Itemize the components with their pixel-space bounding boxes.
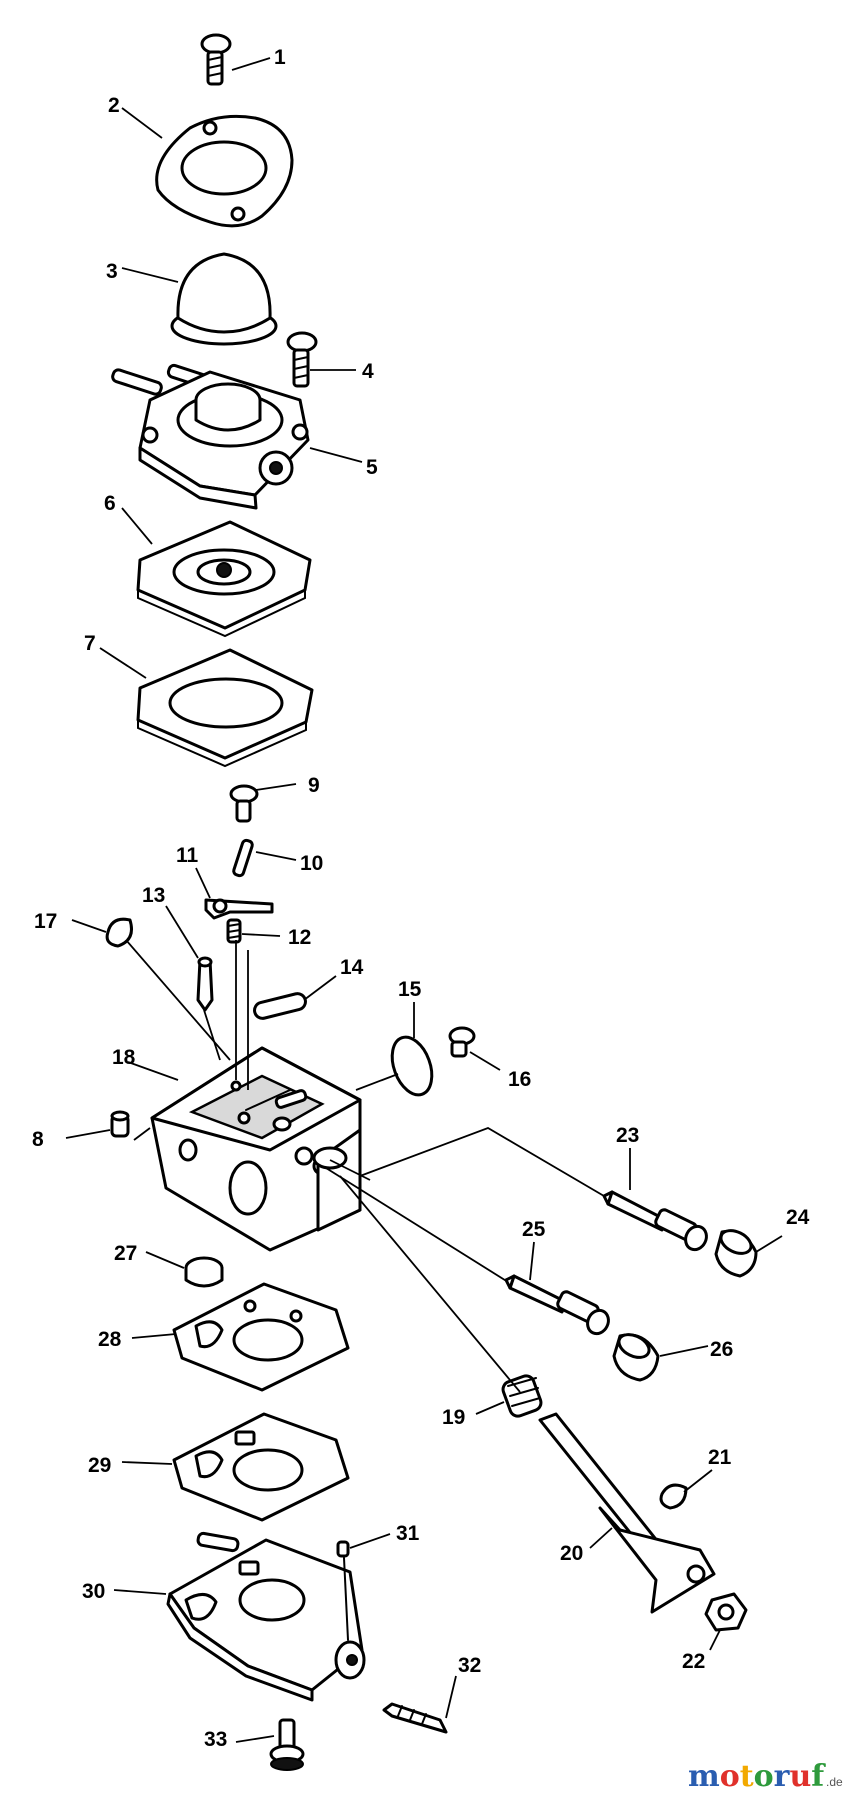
part-6-diaphragm bbox=[136, 520, 312, 638]
part-17-screw bbox=[448, 1026, 476, 1058]
part-15-cap bbox=[110, 1110, 130, 1138]
callout-labels: 1 2 3 4 5 6 7 9 10 11 12 13 14 15 16 17 … bbox=[32, 46, 810, 1751]
part-19-spring bbox=[501, 1374, 543, 1418]
callout-31: 31 bbox=[396, 1522, 420, 1545]
part-25-adjusting-needle bbox=[504, 1274, 610, 1336]
callout-leaders bbox=[65, 57, 783, 1743]
part-7-gasket bbox=[136, 648, 314, 768]
part-8-carburetor-body bbox=[150, 1046, 362, 1252]
wm-letter: u bbox=[789, 1759, 811, 1794]
part-18-clip bbox=[105, 917, 133, 948]
callout-28: 28 bbox=[98, 1328, 122, 1351]
watermark-logo: motoruf .de bbox=[688, 1759, 843, 1794]
callout-11: 11 bbox=[176, 844, 199, 867]
part-16-throttle-plate bbox=[390, 1035, 434, 1097]
assembly-lines bbox=[125, 939, 605, 1393]
part-21-clip bbox=[659, 1483, 688, 1510]
callout-24: 24 bbox=[786, 1206, 810, 1229]
callout-17: 16 bbox=[508, 1068, 531, 1091]
part-22-nut bbox=[704, 1592, 748, 1632]
callout-22: 22 bbox=[682, 1650, 705, 1673]
callout-25: 25 bbox=[522, 1218, 546, 1241]
part-4-screw bbox=[286, 331, 318, 388]
callout-23: 23 bbox=[616, 1124, 639, 1147]
part-5-pump-body bbox=[111, 363, 310, 510]
callout-8: 18 bbox=[112, 1046, 136, 1069]
callout-10: 10 bbox=[300, 852, 323, 875]
part-29-gasket bbox=[172, 1412, 350, 1522]
part-33-screw bbox=[269, 1718, 305, 1771]
part-1-screw bbox=[200, 33, 232, 86]
part-27-filter bbox=[184, 1256, 224, 1288]
wm-letter: t bbox=[740, 1759, 754, 1794]
wm-letter: r bbox=[774, 1759, 791, 1794]
callout-15: 8 bbox=[32, 1128, 44, 1151]
callout-21: 21 bbox=[708, 1446, 732, 1469]
callout-5: 5 bbox=[366, 456, 378, 479]
callout-6: 6 bbox=[104, 492, 116, 515]
callout-12: 12 bbox=[288, 926, 311, 949]
part-9-screw bbox=[229, 784, 259, 823]
part-24-limiter-cap bbox=[714, 1229, 758, 1278]
callout-4: 4 bbox=[362, 360, 374, 383]
callout-2: 2 bbox=[108, 94, 120, 117]
callout-19: 19 bbox=[442, 1406, 465, 1429]
wm-letter: m bbox=[688, 1759, 720, 1794]
callout-27: 27 bbox=[114, 1242, 137, 1265]
part-32-screw bbox=[382, 1702, 448, 1734]
part-12-spring bbox=[226, 918, 242, 944]
part-14-gasket-strip bbox=[253, 992, 307, 1020]
callout-26: 26 bbox=[710, 1338, 733, 1361]
callout-1: 1 bbox=[274, 46, 286, 69]
part-11-metering-lever bbox=[204, 898, 274, 920]
part-20-throttle-shaft bbox=[538, 1412, 716, 1614]
callout-32: 32 bbox=[458, 1654, 481, 1677]
callout-30: 30 bbox=[82, 1580, 105, 1603]
wm-letter: o bbox=[754, 1759, 774, 1794]
callout-18: 17 bbox=[34, 910, 57, 933]
part-28-metering-diaphragm bbox=[172, 1282, 350, 1392]
part-31-pin bbox=[336, 1540, 350, 1641]
part-30-metering-cover bbox=[166, 1531, 366, 1702]
callout-9: 9 bbox=[308, 774, 320, 797]
svg-text:motoruf: motoruf bbox=[688, 1759, 826, 1794]
callout-33: 33 bbox=[204, 1728, 227, 1751]
callout-16: 15 bbox=[398, 978, 422, 1001]
callout-7: 7 bbox=[84, 632, 96, 655]
part-23-adjusting-needle bbox=[602, 1190, 708, 1252]
callout-29: 29 bbox=[88, 1454, 111, 1477]
part-3-primer-bulb bbox=[170, 252, 278, 346]
callout-20: 20 bbox=[560, 1542, 583, 1565]
part-13-inlet-needle bbox=[196, 956, 214, 1012]
wm-suffix: .de bbox=[826, 1775, 843, 1789]
callout-14: 14 bbox=[340, 956, 364, 979]
part-26-limiter-cap bbox=[612, 1333, 660, 1382]
part-2-cover-plate bbox=[155, 114, 294, 228]
wm-letter: o bbox=[720, 1759, 740, 1794]
part-10-pin bbox=[232, 838, 254, 878]
callout-13: 13 bbox=[142, 884, 165, 907]
callout-3: 3 bbox=[106, 260, 118, 283]
wm-letter: f bbox=[811, 1759, 826, 1794]
